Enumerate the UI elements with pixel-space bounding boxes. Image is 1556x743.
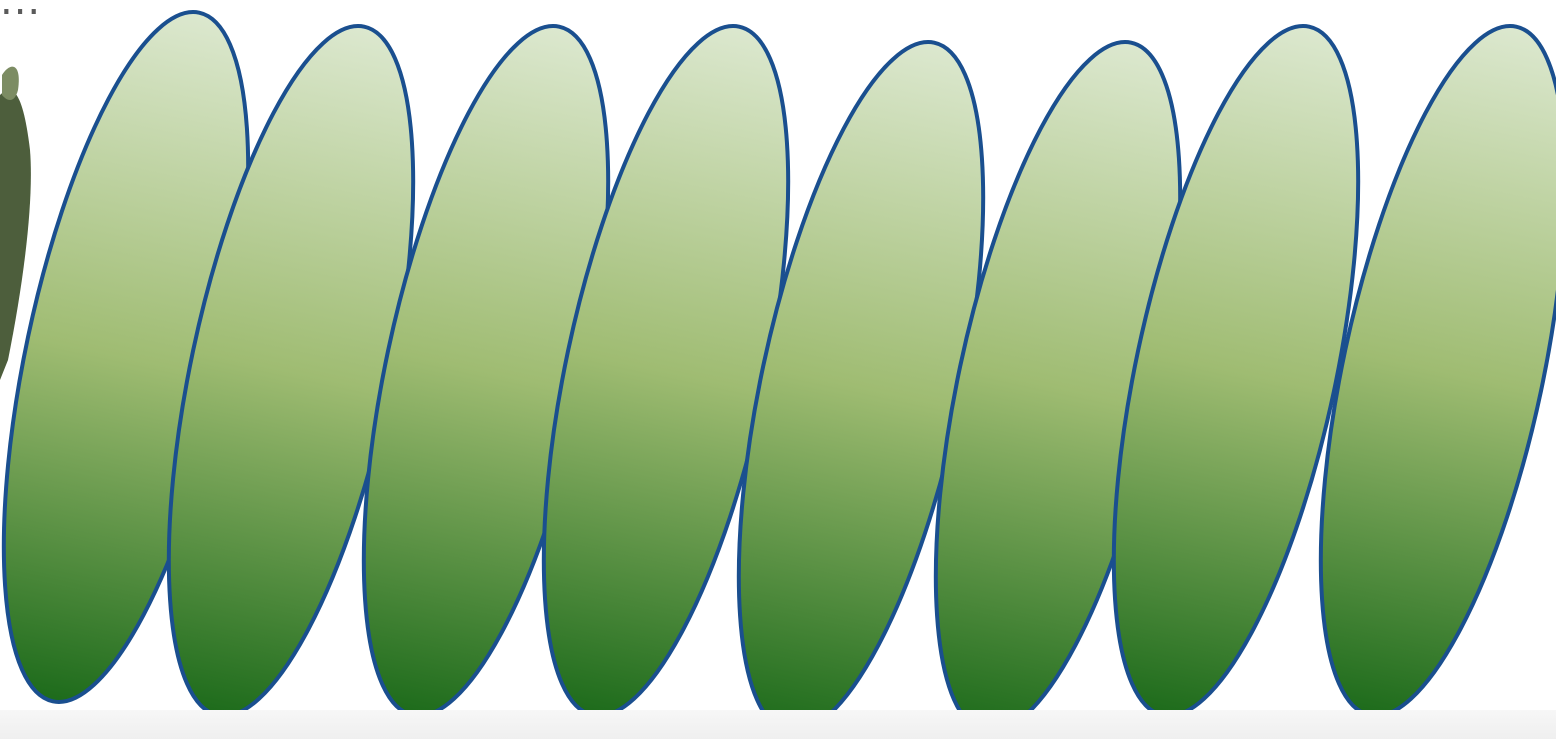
bottom-strip xyxy=(0,710,1556,739)
leaf-figure-icon xyxy=(0,66,31,380)
partial-top-text: ... xyxy=(0,0,42,24)
